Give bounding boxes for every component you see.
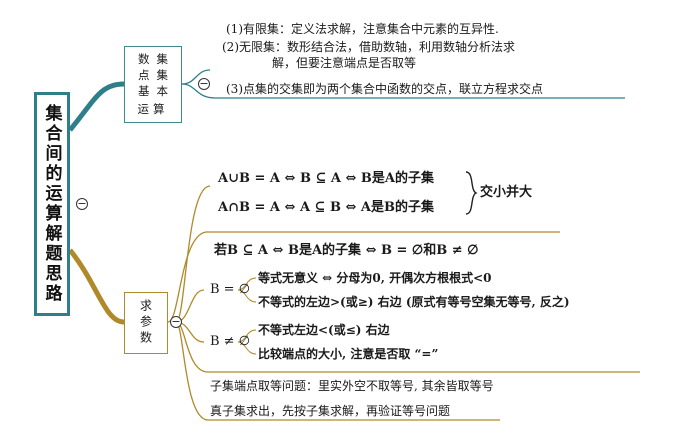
proper-subset-rule: 真子集求出，先按子集求解，再验证等号问题 — [210, 404, 451, 418]
set-ops-note-3: (3)点集的交集即为两个集合中函数的交点，联立方程求交点 — [226, 82, 544, 96]
union-rule: A∪B = A ⇔ B ⊆ A ⇔ B是A的子集 — [218, 171, 434, 186]
set-ops-note-1: (1)有限集：定义法求解，注意集合中元素的互异性. — [226, 22, 499, 36]
params-top-connector — [175, 185, 211, 323]
nonempty-case-item-1: 不等式左边<(或≤) 右边 — [258, 323, 390, 337]
nonempty-case-label: B ≠ ∅ — [210, 334, 251, 349]
root-to-set-ops-connector — [68, 81, 125, 132]
root-node[interactable]: 集合间的运算解题思路 — [34, 92, 70, 316]
set-ops-label-char: 集 — [156, 67, 169, 82]
root-to-params-connector — [68, 248, 125, 325]
endpoint-rule: 子集端点取等问题：里实外空不取等号, 其余皆取等号 — [210, 379, 494, 393]
subset-rule: 若B ⊆ A ⇔ B是A的子集 ⇔ B = ∅和B ≠ ∅ — [214, 243, 479, 258]
set-ops-label-char: 数 — [138, 51, 150, 66]
set-ops-note-2: (2)无限集：数形结合法，借助数轴，利用数轴分析法求 — [222, 40, 516, 54]
set-ops-collapse-icon[interactable]: − — [198, 77, 210, 90]
set-ops-notes-connector-2 — [181, 83, 625, 99]
set-ops-label-char: 点 — [138, 67, 150, 82]
empty-case-item-1: 等式无意义 ⇔ 分母为0, 开偶次方根根式<0 — [258, 271, 492, 285]
set-ops-label-char: 集 — [156, 51, 169, 66]
empty-case-label: B = ∅ — [210, 282, 251, 297]
intersection-rule: A∩B = A ⇔ A ⊆ B ⇔ A是B的子集 — [218, 200, 434, 215]
set-ops-node[interactable]: 数 集 点 集 基 本 运算 — [124, 46, 182, 123]
set-ops-label-tail: 运算 — [137, 101, 169, 116]
root-title: 集合间的运算解题思路 — [41, 104, 62, 304]
nonempty-case-item-2: 比较端点的大小, 注意是否取 “=” — [258, 347, 439, 361]
params-node[interactable]: 求参数 — [124, 292, 168, 354]
summary-brace — [465, 171, 478, 215]
params-label: 求参数 — [138, 299, 153, 347]
set-ops-label-char: 本 — [156, 83, 169, 98]
set-ops-notes-connector-1 — [181, 69, 211, 85]
root-collapse-icon[interactable]: − — [76, 197, 88, 210]
set-ops-label-char: 基 — [138, 83, 150, 98]
set-ops-note-2-cont: 解，但要注意端点是否取等 — [272, 56, 417, 70]
empty-case-item-2: 不等式的左边>(或≥) 右边 (原式有等号空集无等号, 反之) — [258, 295, 570, 309]
summary-label: 交小并大 — [480, 185, 533, 200]
params-collapse-icon[interactable]: − — [170, 315, 182, 328]
